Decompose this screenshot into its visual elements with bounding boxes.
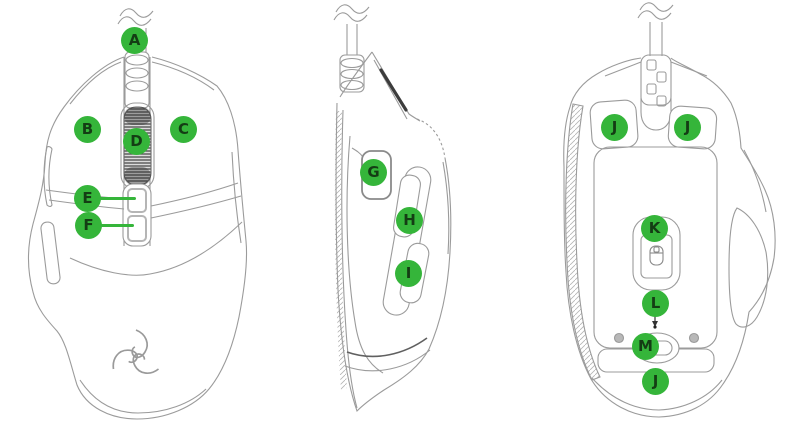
side-grip-texture bbox=[565, 103, 601, 381]
right-flare-panel bbox=[728, 207, 769, 328]
plate-shadow bbox=[379, 68, 408, 112]
top-view-drawing bbox=[28, 8, 248, 420]
callout-c-right-click: C bbox=[170, 116, 197, 143]
callout-d-scroll-wheel: D bbox=[123, 128, 150, 155]
callout-j-foot-left: J bbox=[601, 114, 628, 141]
right-click-button bbox=[151, 61, 215, 91]
profile-indicator bbox=[652, 315, 658, 329]
callout-e-leader-line bbox=[99, 197, 136, 200]
callout-k-sensor: K bbox=[641, 215, 668, 242]
cable-squiggle-icon bbox=[637, 2, 674, 56]
scroll-wheel-arc bbox=[416, 118, 446, 159]
callout-b-left-click: B bbox=[74, 116, 101, 143]
callout-g-clutch-paddle: G bbox=[360, 159, 387, 186]
callout-j-foot-bottom: J bbox=[642, 368, 669, 395]
bottom-view-drawing bbox=[563, 2, 776, 418]
callout-i-side-button-2: I bbox=[395, 260, 422, 287]
thumb-paddle bbox=[40, 146, 61, 285]
razer-logo bbox=[112, 329, 160, 374]
cable-squiggle-icon bbox=[333, 4, 370, 55]
callout-l-indicator: L bbox=[642, 290, 669, 317]
cable-strain-relief bbox=[339, 54, 365, 93]
side-view-drawing bbox=[333, 4, 452, 413]
mouse-profile-outline bbox=[335, 102, 452, 413]
mouse-glyph-icon bbox=[649, 245, 664, 266]
callout-f-leader-line bbox=[100, 224, 134, 227]
callout-m-profile-button: M bbox=[632, 333, 659, 360]
callout-f-dpi-down: F bbox=[75, 212, 102, 239]
dpi-buttons bbox=[122, 183, 152, 247]
callout-j-foot-right: J bbox=[674, 114, 701, 141]
callout-a-cable: A bbox=[121, 27, 148, 54]
callout-e-dpi-up: E bbox=[74, 185, 101, 212]
cable-strain-relief bbox=[640, 54, 672, 131]
cable-strain-relief bbox=[124, 51, 150, 109]
mouse-bottom-outline bbox=[563, 57, 776, 418]
callout-h-side-button-1: H bbox=[396, 207, 423, 234]
left-click-button bbox=[69, 61, 122, 105]
screws bbox=[613, 332, 700, 344]
